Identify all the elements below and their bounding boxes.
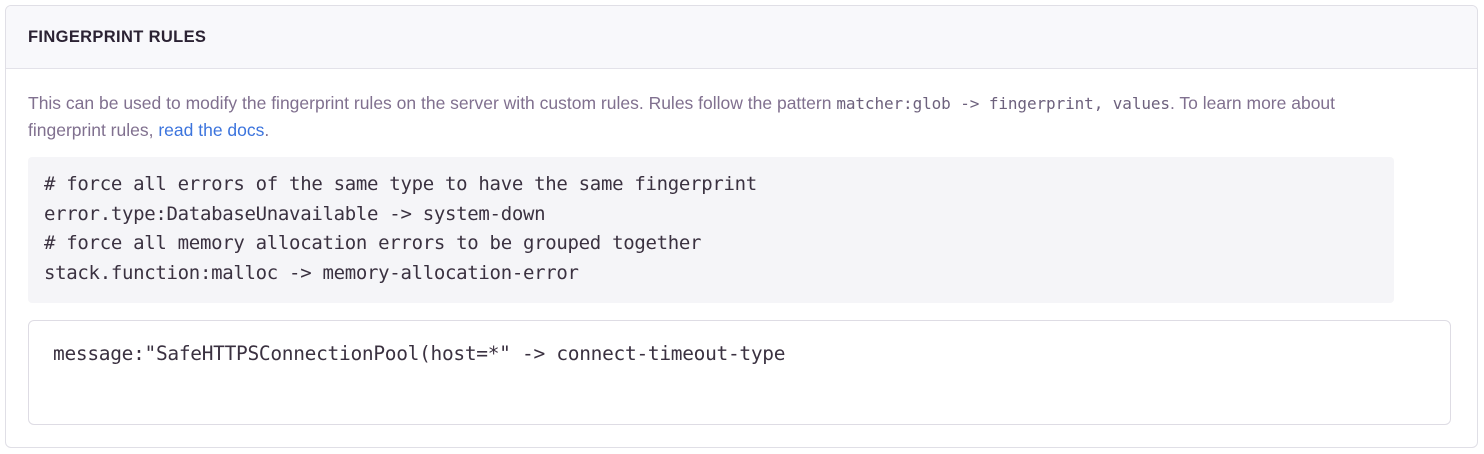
inline-code-pattern: matcher:glob -> fingerprint, values xyxy=(836,94,1170,113)
fingerprint-rules-input[interactable] xyxy=(28,320,1451,425)
description-text-after-code: . To learn more about fingerprint rules, xyxy=(28,93,1336,140)
read-the-docs-link[interactable]: read the docs xyxy=(158,120,265,140)
example-rules-code-block: # force all errors of the same type to h… xyxy=(28,157,1394,303)
panel-description: This can be used to modify the fingerpri… xyxy=(28,90,1388,143)
description-text-before-code: This can be used to modify the fingerpri… xyxy=(28,93,837,113)
panel-body: This can be used to modify the fingerpri… xyxy=(6,69,1477,425)
page-title: FINGERPRINT RULES xyxy=(28,27,207,46)
panel-header: FINGERPRINT RULES xyxy=(6,6,1477,69)
fingerprint-rules-panel: FINGERPRINT RULES This can be used to mo… xyxy=(5,5,1478,448)
description-text-after-link: . xyxy=(264,120,270,140)
